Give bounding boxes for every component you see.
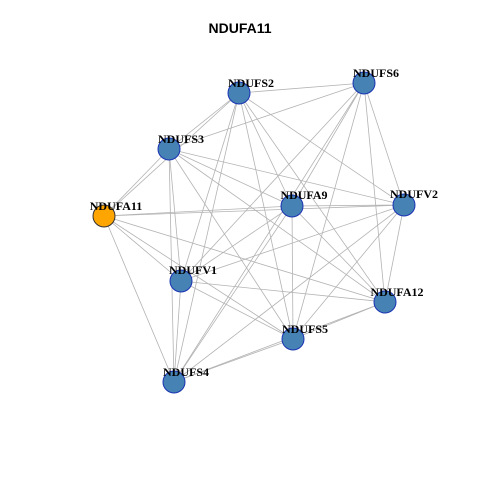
- diagram-title: NDUFA11: [208, 20, 272, 36]
- edge-ndufs6-ndufs5: [292, 82, 365, 340]
- node-label-ndufa11: NDUFA11: [90, 199, 142, 213]
- edge-ndufs3-ndufs4: [168, 148, 175, 383]
- edge-ndufa9-ndufs4: [173, 205, 293, 383]
- node-ndufv2: [392, 193, 416, 217]
- edge-ndufv1-ndufs4: [173, 280, 182, 383]
- node-ndufa9: [280, 194, 304, 218]
- node-label-ndufv1: NDUFV1: [169, 263, 217, 277]
- edge-ndufs2-ndufs4: [173, 92, 240, 383]
- edge-ndufv1-ndufs5: [180, 280, 294, 340]
- edge-ndufv2-ndufs5: [292, 204, 405, 340]
- edge-ndufs2-ndufv2: [238, 92, 405, 206]
- edge-ndufs6-ndufs4: [173, 82, 365, 383]
- node-ndufs3: [157, 137, 181, 161]
- edge-ndufa12-ndufs4: [173, 301, 386, 383]
- node-ndufs5: [281, 327, 305, 351]
- edge-ndufs6-ndufv1: [180, 82, 365, 282]
- edge-ndufa11-ndufs4: [103, 215, 175, 383]
- edge-ndufs3-ndufa9: [168, 148, 293, 207]
- node-ndufs2: [227, 81, 251, 105]
- edge-ndufs2-ndufa12: [238, 92, 386, 303]
- edge-ndufs2-ndufv1: [180, 92, 240, 282]
- node-ndufs4: [162, 370, 186, 394]
- node-ndufv1: [169, 269, 193, 293]
- edge-ndufs6-ndufv2: [363, 82, 405, 206]
- node-label-ndufs2: NDUFS2: [228, 76, 274, 90]
- node-layer: [92, 71, 416, 394]
- node-ndufa12: [373, 290, 397, 314]
- edge-ndufa11-ndufa9: [103, 205, 293, 217]
- node-ndufs6: [352, 71, 376, 95]
- node-ndufa11: [92, 204, 116, 228]
- edge-ndufa9-ndufa12: [291, 205, 386, 303]
- edge-ndufs3-ndufa11: [103, 148, 170, 217]
- edge-ndufs3-ndufv2: [168, 148, 405, 206]
- edge-ndufs3-ndufa12: [168, 148, 386, 303]
- edge-ndufs2-ndufs5: [238, 92, 294, 340]
- edge-ndufa9-ndufs5: [291, 205, 294, 340]
- edge-ndufa11-ndufv1: [103, 215, 182, 282]
- edge-ndufs3-ndufs5: [168, 148, 294, 340]
- node-label-ndufa12: NDUFA12: [370, 285, 423, 299]
- node-label-ndufv2: NDUFV2: [390, 187, 438, 201]
- edge-ndufs2-ndufs3: [168, 92, 240, 150]
- edge-ndufs6-ndufa9: [291, 82, 365, 207]
- edge-ndufv2-ndufs4: [173, 204, 405, 383]
- node-label-ndufs6: NDUFS6: [353, 66, 399, 80]
- node-label-ndufs3: NDUFS3: [158, 132, 204, 146]
- edge-ndufa11-ndufv2: [103, 204, 405, 217]
- edge-ndufs5-ndufs4: [173, 338, 294, 383]
- edge-ndufv2-ndufv1: [180, 204, 405, 282]
- edge-ndufs2-ndufs6: [238, 82, 365, 94]
- edge-ndufs6-ndufs3: [168, 82, 365, 150]
- node-label-ndufs5: NDUFS5: [282, 322, 328, 336]
- edge-ndufa11-ndufs5: [103, 215, 294, 340]
- node-label-ndufs4: NDUFS4: [163, 365, 209, 379]
- edge-ndufs6-ndufa12: [363, 82, 386, 303]
- node-label-ndufa9: NDUFA9: [280, 188, 327, 202]
- edge-ndufs3-ndufv1: [168, 148, 182, 282]
- edge-ndufa9-ndufv2: [291, 204, 405, 207]
- edge-ndufa9-ndufv1: [180, 205, 293, 282]
- edge-ndufs2-ndufa9: [238, 92, 293, 207]
- edge-ndufv2-ndufa12: [384, 204, 405, 303]
- edge-ndufv1-ndufa12: [180, 280, 386, 303]
- edge-layer: [103, 82, 405, 383]
